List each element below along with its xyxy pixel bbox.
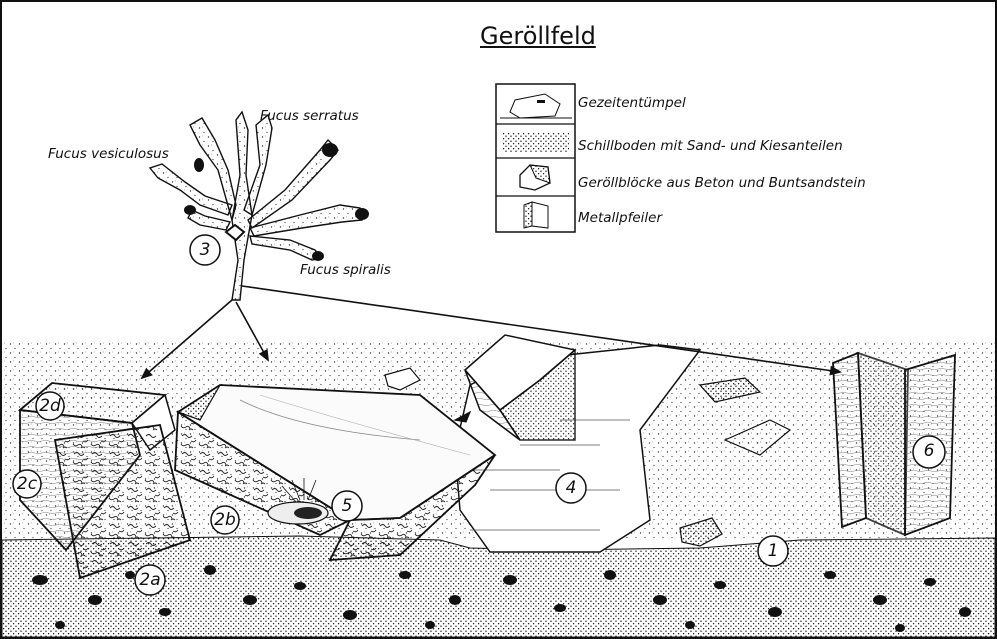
legend-label-pillar: Metallpfeiler (578, 210, 662, 226)
marker-2b: 2b (211, 510, 239, 530)
marker-2d: 2d (36, 396, 64, 416)
marker-3: 3 (190, 240, 220, 260)
marker-5: 5 (332, 496, 362, 516)
species-label-vesiculosus: Fucus vesiculosus (48, 146, 169, 162)
species-label-spiralis: Fucus spiralis (300, 262, 391, 278)
species-label-serratus: Fucus serratus (260, 108, 359, 124)
diagram-title: Geröllfeld (480, 22, 596, 50)
marker-1: 1 (758, 541, 788, 561)
legend-box (496, 84, 575, 232)
marker-2a: 2a (135, 570, 165, 590)
legend-label-tidepool: Gezeitentümpel (578, 95, 686, 111)
marker-2c: 2c (13, 474, 41, 494)
legend-label-shell-sand: Schillboden mit Sand- und Kiesanteilen (578, 138, 843, 154)
legend-label-boulders: Geröllblöcke aus Beton und Buntsandstein (578, 175, 866, 191)
marker-6: 6 (913, 441, 945, 461)
marker-4: 4 (556, 478, 586, 498)
legend-pillar-icon (524, 202, 548, 228)
legend-shell-sand-icon (503, 132, 569, 152)
